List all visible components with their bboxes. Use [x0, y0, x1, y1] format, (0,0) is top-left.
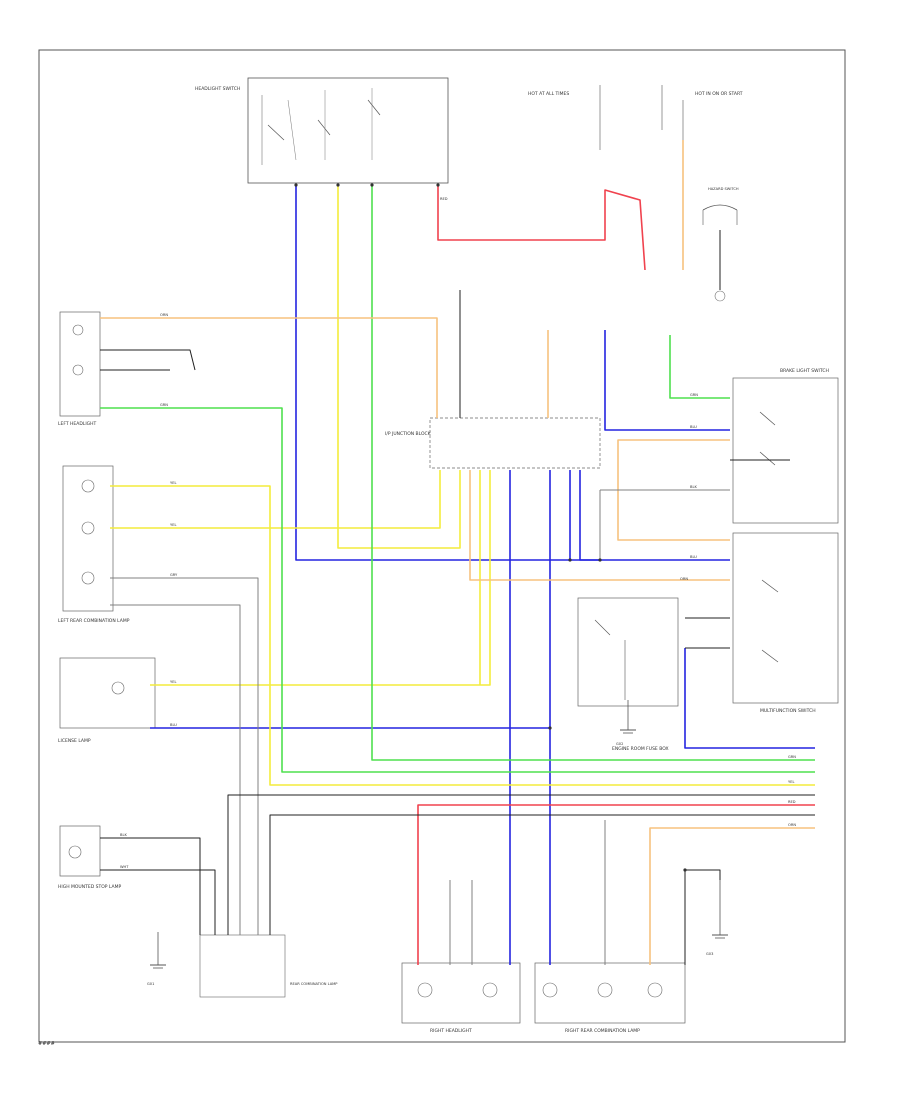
- tag-black-2: BLK: [690, 485, 697, 489]
- tag-black: BLK: [120, 833, 127, 837]
- brake-switch: BRAKE LIGHT SWITCH: [732, 368, 839, 524]
- ground-a-label: G01: [147, 982, 154, 986]
- wire-orange-b: [469, 470, 730, 581]
- right-rear-combination-lamp: RIGHT REAR COMBINATION LAMP: [534, 962, 686, 1034]
- ground-b-label: G02: [616, 742, 623, 746]
- splice-dot: [436, 183, 440, 187]
- wire-red-a: [437, 185, 646, 271]
- wire-green-a: [371, 185, 815, 761]
- tag-green: GRN: [160, 403, 168, 407]
- combination-lamp-label: REAR COMBINATION LAMP: [290, 982, 338, 986]
- license-lamp-label: LICENSE LAMP: [58, 738, 91, 744]
- headlight-switch: HEADLIGHT SWITCH: [195, 77, 449, 184]
- ic-junction-box: I/P JUNCTION BLOCK: [385, 417, 601, 469]
- hot-at-all-times-label: HOT AT ALL TIMES: [528, 91, 569, 97]
- tag-green-3: GRN: [788, 755, 796, 759]
- wire-yellow-a: [337, 185, 461, 549]
- splice-dot: [336, 183, 340, 187]
- right-headlight-label: RIGHT HEADLIGHT: [430, 1028, 472, 1034]
- multifunction-switch: MULTIFUNCTION SWITCH: [732, 532, 839, 714]
- right-rear-lamp-label: RIGHT REAR COMBINATION LAMP: [565, 1028, 640, 1034]
- wire-blue-right: [604, 330, 730, 431]
- multifunction-switch-label: MULTIFUNCTION SWITCH: [760, 708, 816, 714]
- wire-blue-rear: [684, 648, 815, 749]
- hazard-switch: HAZARD SWITCH: [702, 187, 739, 302]
- left-rear-lamp-label: LEFT REAR COMBINATION LAMP: [58, 618, 130, 624]
- tag-yellow-4: YEL: [788, 780, 794, 784]
- wire-red-b: [417, 804, 815, 965]
- bottom-connector-block: REAR COMBINATION LAMP: [199, 934, 338, 998]
- tag-red-2: RED: [788, 800, 796, 804]
- ground-right: G03: [706, 880, 728, 956]
- splice-dot: [548, 726, 552, 730]
- tag-yellow-2: YEL: [170, 523, 176, 527]
- tag-blue-2: BLU: [690, 555, 697, 559]
- high-mount-stop-lamp: HIGH MOUNTED STOP LAMP: [58, 825, 121, 890]
- wire-dark-e: [685, 869, 721, 880]
- ground-c-label: G03: [706, 952, 713, 956]
- brake-switch-label: BRAKE LIGHT SWITCH: [780, 368, 829, 374]
- wire-green-c: [669, 335, 730, 399]
- tag-orange-2: ORN: [680, 577, 688, 581]
- hot-in-on-label: HOT IN ON OR START: [695, 91, 743, 97]
- junction-box-label: I/P JUNCTION BLOCK: [385, 431, 432, 437]
- hot-at-all-times-fuse: HOT AT ALL TIMES: [528, 85, 601, 150]
- tag-orange-3: ORN: [788, 823, 796, 827]
- tag-red: RED: [440, 197, 448, 201]
- wire-orange-f: [649, 827, 815, 965]
- wire-dark-a: [227, 794, 815, 935]
- wire-yellow-d: [110, 470, 441, 529]
- wire-dark-c: [100, 837, 201, 935]
- tag-orange: ORN: [160, 313, 168, 317]
- diagram-frame: [38, 49, 846, 1043]
- wire-dark-d: [100, 869, 216, 935]
- license-lamp: LICENSE LAMP: [58, 657, 156, 744]
- wire-gray-a: [110, 577, 259, 935]
- wire-dark-g: [100, 349, 196, 371]
- wire-yellow-c: [150, 470, 491, 686]
- ground-left: G01: [147, 932, 166, 986]
- wire-green-b: [100, 407, 815, 773]
- wire-yellow-b: [110, 485, 815, 786]
- wire-gray-b: [110, 604, 241, 935]
- wire-tags: ORN GRN YEL YEL GRY YEL BLU BLK WHT ORN …: [120, 197, 796, 869]
- left-headlight: LEFT HEADLIGHT: [58, 311, 101, 427]
- page-code: ####: [38, 1041, 55, 1047]
- wire-group: [100, 140, 815, 965]
- wire-dark-b: [269, 814, 815, 935]
- hot-in-on-fuse: HOT IN ON OR START: [661, 85, 743, 140]
- splice-dot: [370, 183, 374, 187]
- tag-yellow: YEL: [170, 481, 176, 485]
- splice-dot: [568, 558, 572, 562]
- left-rear-combination-lamp: LEFT REAR COMBINATION LAMP: [58, 465, 130, 624]
- left-headlight-label: LEFT HEADLIGHT: [58, 421, 97, 427]
- tag-gray: GRY: [170, 573, 178, 577]
- splice-dot: [598, 558, 602, 562]
- tag-green-2: GRN: [690, 393, 698, 397]
- high-mount-stop-lamp-label: HIGH MOUNTED STOP LAMP: [58, 884, 121, 890]
- right-headlight: RIGHT HEADLIGHT: [401, 962, 521, 1034]
- wire-blue-main: [295, 185, 600, 561]
- connector-dots: [294, 183, 687, 872]
- wire-orange-a: [100, 317, 438, 418]
- splice-dot: [683, 868, 687, 872]
- hazard-switch-label: HAZARD SWITCH: [708, 187, 739, 191]
- splice-dot: [294, 183, 298, 187]
- headlight-switch-label: HEADLIGHT SWITCH: [195, 86, 240, 92]
- ground-center: G02: [616, 700, 636, 746]
- tag-white: WHT: [120, 865, 129, 869]
- engine-room-box-label: ENGINE ROOM FUSE BOX: [612, 746, 669, 752]
- tag-yellow-3: YEL: [170, 680, 176, 684]
- wire-blue-short: [579, 470, 730, 561]
- tag-blue-3: BLU: [690, 425, 697, 429]
- tag-blue: BLU: [170, 723, 177, 727]
